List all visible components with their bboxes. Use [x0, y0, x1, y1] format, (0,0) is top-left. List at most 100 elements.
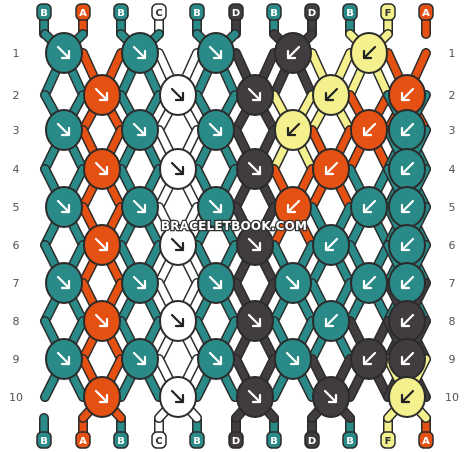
knot-r8-k5 — [388, 300, 426, 342]
bottom-string-label: F — [380, 431, 396, 449]
arrow-right-down-icon — [94, 87, 109, 102]
arrow-left-down-icon — [362, 275, 377, 290]
arrow-left-down-icon — [362, 351, 377, 366]
arrow-right-down-icon — [132, 275, 147, 290]
svg-text:B: B — [270, 8, 278, 19]
bottom-string-label: A — [418, 431, 434, 449]
knot-r9-k5 — [350, 338, 388, 380]
arrow-right-down-icon — [285, 275, 300, 290]
knot-r5-k6 — [388, 186, 426, 228]
arrow-right-down-icon — [247, 87, 262, 102]
knot-r10-k1 — [83, 376, 121, 418]
knot-r8-k3 — [236, 300, 274, 342]
knot-r5-k4 — [274, 186, 312, 228]
svg-text:D: D — [308, 8, 316, 19]
arrow-right-down-icon — [285, 351, 300, 366]
arrow-left-down-icon — [400, 351, 415, 366]
row-label-right: 10 — [445, 391, 459, 404]
knot-r4-k4 — [312, 148, 350, 190]
knot-r9-k6 — [388, 338, 426, 380]
arrow-right-down-icon — [323, 389, 338, 404]
svg-text:B: B — [40, 436, 48, 447]
arrow-left-down-icon — [400, 87, 415, 102]
knot-r9-k2 — [121, 338, 159, 380]
svg-text:A: A — [422, 436, 430, 447]
knot-r7-k5 — [350, 262, 388, 304]
knot-r6-k4 — [312, 224, 350, 266]
knot-r1-k1 — [45, 32, 83, 74]
knot-r5-k5 — [350, 186, 388, 228]
knot-r1-k4 — [274, 32, 312, 74]
row-label-left: 1 — [13, 47, 20, 60]
arrow-left-down-icon — [324, 161, 339, 176]
arrow-right-down-icon — [132, 199, 147, 214]
arrow-right-down-icon — [132, 122, 147, 137]
row-label-right: 3 — [449, 124, 456, 137]
row-label-right: 6 — [449, 239, 456, 252]
row-label-left: 8 — [13, 315, 20, 328]
arrow-right-down-icon — [170, 313, 185, 328]
top-string-label: D — [304, 3, 320, 21]
arrow-left-down-icon — [400, 389, 415, 404]
arrow-right-down-icon — [170, 87, 185, 102]
arrow-right-down-icon — [132, 45, 147, 60]
knot-r6-k1 — [83, 224, 121, 266]
row-label-left: 9 — [13, 353, 20, 366]
knot-r10-k5 — [388, 376, 426, 418]
knot-r1-k5 — [350, 32, 388, 74]
knot-r3-k6 — [388, 109, 426, 151]
arrow-right-down-icon — [247, 161, 262, 176]
knot-r6-k5 — [388, 224, 426, 266]
arrow-left-down-icon — [286, 122, 301, 137]
top-string-label: B — [113, 3, 129, 21]
row-label-right: 9 — [449, 353, 456, 366]
knot-r1-k3 — [197, 32, 235, 74]
arrow-right-down-icon — [208, 275, 223, 290]
knot-r5-k2 — [121, 186, 159, 228]
arrow-right-down-icon — [247, 237, 262, 252]
arrow-right-down-icon — [247, 313, 262, 328]
bottom-string-label: B — [266, 431, 282, 449]
row-label-right: 4 — [449, 163, 456, 176]
knot-r2-k1 — [83, 74, 121, 116]
top-string-label: B — [189, 3, 205, 21]
arrow-right-down-icon — [56, 351, 71, 366]
row-label-left: 5 — [13, 201, 20, 214]
top-string-label: B — [36, 3, 52, 21]
arrow-left-down-icon — [362, 45, 377, 60]
svg-text:B: B — [117, 8, 125, 19]
bottom-string-label: B — [342, 431, 358, 449]
row-label-right: 8 — [449, 315, 456, 328]
knot-r9-k4 — [274, 338, 312, 380]
arrow-left-down-icon — [324, 87, 339, 102]
arrow-right-down-icon — [208, 122, 223, 137]
row-label-right: 2 — [449, 89, 456, 102]
knot-r5-k1 — [45, 186, 83, 228]
top-string-label: D — [228, 3, 244, 21]
bottom-string-label: B — [36, 431, 52, 449]
knot-r4-k3 — [236, 148, 274, 190]
arrow-left-down-icon — [286, 45, 301, 60]
knot-r10-k3 — [236, 376, 274, 418]
arrow-left-down-icon — [324, 313, 339, 328]
knot-r5-k3 — [197, 186, 235, 228]
svg-text:D: D — [308, 436, 316, 447]
svg-text:A: A — [422, 8, 430, 19]
svg-text:B: B — [193, 436, 201, 447]
svg-text:F: F — [385, 8, 392, 19]
row-label-right: 1 — [449, 47, 456, 60]
watermark-text: BRACELETBOOK.COM — [161, 219, 307, 233]
arrow-right-down-icon — [132, 351, 147, 366]
knot-r3-k5 — [350, 109, 388, 151]
top-string-label: C — [151, 3, 167, 21]
top-string-label: F — [380, 3, 396, 21]
knot-r7-k3 — [197, 262, 235, 304]
arrow-right-down-icon — [94, 161, 109, 176]
row-label-left: 10 — [9, 391, 23, 404]
knot-r8-k4 — [312, 300, 350, 342]
arrow-right-down-icon — [170, 161, 185, 176]
knot-r7-k6 — [388, 262, 426, 304]
arrow-right-down-icon — [247, 389, 262, 404]
knot-r8-k1 — [83, 300, 121, 342]
knot-r8-k2 — [159, 300, 197, 342]
